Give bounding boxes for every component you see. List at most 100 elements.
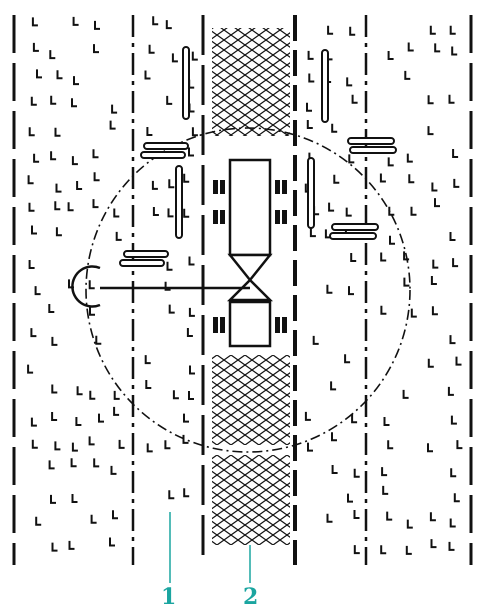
- ground-symbol-icon: [331, 432, 337, 442]
- ground-symbol-icon: [110, 465, 117, 475]
- ground-symbol-icon: [307, 50, 314, 60]
- ground-symbol-icon: [32, 42, 39, 52]
- ground-symbol-icon: [348, 154, 355, 164]
- ground-symbol-icon: [28, 202, 35, 212]
- ground-symbol-icon: [348, 286, 354, 296]
- ground-symbol-icon: [113, 208, 120, 218]
- ground-symbol-icon: [55, 183, 62, 193]
- ground-symbol-icon: [93, 172, 100, 182]
- ground-symbol-icon: [450, 415, 457, 425]
- ground-symbol-icon: [89, 390, 96, 400]
- ground-symbol-icon: [76, 181, 83, 190]
- ground-symbol-icon: [427, 95, 434, 105]
- callout-label-2: 2: [243, 584, 259, 610]
- ground-symbol-icon: [381, 467, 388, 477]
- ground-symbol-icon: [50, 95, 57, 105]
- ground-symbol-icon: [56, 70, 63, 80]
- ground-symbol-icon: [330, 381, 337, 391]
- ground-symbol-icon: [112, 510, 118, 520]
- ground-symbol-icon: [28, 260, 35, 269]
- ground-symbol-icon: [183, 488, 190, 498]
- ground-symbol-icon: [168, 179, 175, 189]
- ground-symbol-icon: [431, 306, 438, 316]
- ground-symbol-icon: [189, 365, 195, 375]
- ground-symbol-icon: [172, 390, 179, 400]
- ground-symbol-icon: [448, 541, 455, 551]
- ground-symbol-icon: [51, 542, 58, 552]
- ground-symbol-icon: [346, 77, 353, 87]
- ground-symbol-icon: [304, 411, 311, 421]
- ground-symbol-icon: [309, 228, 316, 238]
- ground-symbol-icon: [164, 281, 171, 291]
- ground-symbol-icon: [350, 253, 357, 262]
- ground-symbol-icon: [450, 468, 457, 478]
- ground-symbol-icon: [166, 95, 173, 105]
- ground-symbol-icon: [307, 442, 313, 452]
- ground-symbol-icon: [449, 232, 456, 241]
- sensor-rod: [321, 49, 329, 123]
- ground-symbol-icon: [403, 251, 410, 261]
- ground-symbol-icon: [31, 17, 38, 27]
- sensor-rod: [175, 165, 183, 239]
- ground-symbol-icon: [333, 174, 340, 184]
- ground-symbol-icon: [328, 202, 335, 212]
- ground-symbol-icon: [33, 153, 40, 163]
- plate-sensor: [119, 259, 165, 267]
- ground-symbol-icon: [351, 94, 358, 104]
- plate-sensor: [347, 137, 395, 145]
- ground-symbol-icon: [387, 51, 394, 60]
- ground-symbol-icon: [71, 494, 78, 503]
- ground-symbol-icon: [344, 354, 351, 364]
- ground-symbol-icon: [28, 127, 35, 137]
- ground-symbol-icon: [75, 417, 82, 426]
- ground-symbol-icon: [449, 25, 456, 35]
- ground-symbol-icon: [326, 513, 333, 523]
- sensor-rods: [175, 46, 329, 239]
- ground-symbol-icon: [73, 76, 79, 86]
- ground-symbol-icon: [186, 328, 193, 337]
- plate-sensor: [140, 151, 186, 159]
- ground-symbol-icon: [404, 70, 411, 80]
- ground-symbol-icon: [331, 465, 338, 474]
- ground-symbol-icon: [183, 208, 190, 218]
- ground-symbol-icon: [70, 458, 77, 468]
- ground-symbol-icon: [383, 417, 390, 426]
- ground-symbol-icon: [118, 439, 125, 449]
- ground-symbol-icon: [171, 53, 178, 63]
- ground-symbol-icon: [448, 94, 455, 104]
- ground-symbol-icon: [306, 102, 312, 112]
- ground-symbol-icon: [95, 335, 102, 345]
- plate-sensor: [329, 232, 377, 240]
- ground-symbol-icon: [71, 98, 77, 108]
- ground-symbol-icon: [113, 406, 120, 416]
- sensor-rod: [307, 157, 315, 229]
- probe-hourglass-joint: [226, 253, 274, 302]
- ground-symbol-icon: [50, 151, 57, 161]
- ground-symbol-icon: [30, 417, 37, 427]
- ground-symbol-icon: [31, 225, 37, 235]
- ground-symbol-icon: [188, 103, 195, 113]
- ground-symbol-icon: [144, 70, 151, 80]
- ground-symbol-icon: [188, 307, 195, 317]
- ground-symbol-icon: [447, 386, 454, 396]
- ground-symbol-icon: [188, 147, 194, 157]
- ground-symbol-icon: [54, 441, 61, 451]
- ground-symbol-icon: [93, 458, 100, 468]
- ground-symbol-icon: [382, 485, 389, 495]
- ground-symbol-icon: [67, 202, 74, 212]
- ground-symbol-icon: [312, 335, 319, 345]
- ground-symbol-icon: [88, 280, 95, 290]
- ground-symbol-icon: [306, 120, 313, 129]
- ground-symbol-icon: [386, 511, 393, 521]
- ground-symbol-icon: [92, 149, 99, 159]
- ground-symbol-icon: [166, 261, 173, 271]
- ground-symbol-icon: [27, 175, 34, 185]
- plate-sensors: [119, 137, 397, 267]
- probe-upper-body: [228, 158, 272, 257]
- ground-symbol-icon: [380, 545, 387, 555]
- ground-symbol-icon: [308, 73, 315, 83]
- ground-symbol-icon: [188, 256, 195, 266]
- ground-symbol-icon: [349, 26, 356, 36]
- ground-symbol-icon: [30, 96, 37, 106]
